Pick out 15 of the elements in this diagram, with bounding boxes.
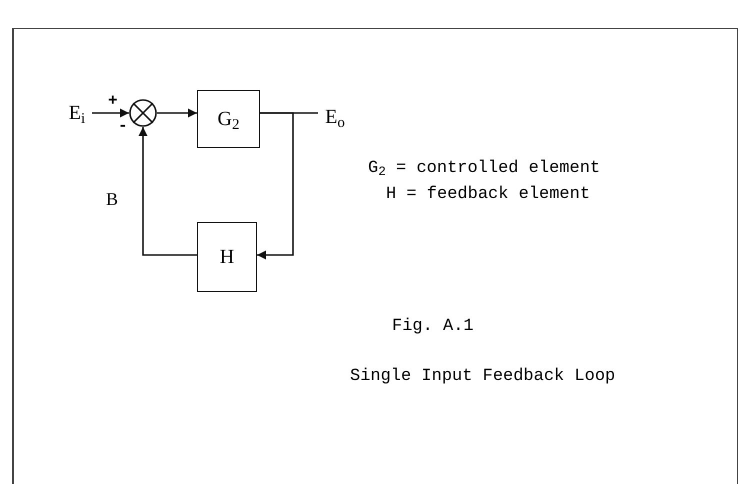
figure-number: Fig. A.1 xyxy=(392,318,474,335)
signal-arrow xyxy=(138,127,197,256)
figure-caption: Single Input Feedback Loop xyxy=(350,368,616,385)
edge-label: B xyxy=(106,190,118,208)
signal-label: E$_{i}$ xyxy=(62,98,92,128)
signal-label: E$_{o}$ xyxy=(318,102,352,132)
signal-arrow xyxy=(257,112,294,260)
sign-label: + xyxy=(108,93,118,109)
signal-arrow xyxy=(157,108,197,118)
signal-arrow xyxy=(92,108,129,118)
sign-label: - xyxy=(118,118,128,134)
definition-text: H = feedback element xyxy=(386,186,590,203)
block-box: H xyxy=(197,222,257,292)
block-box: G$_{2}$ xyxy=(197,90,260,148)
definition-text: G$_{2}$ = controlled element xyxy=(368,160,600,177)
